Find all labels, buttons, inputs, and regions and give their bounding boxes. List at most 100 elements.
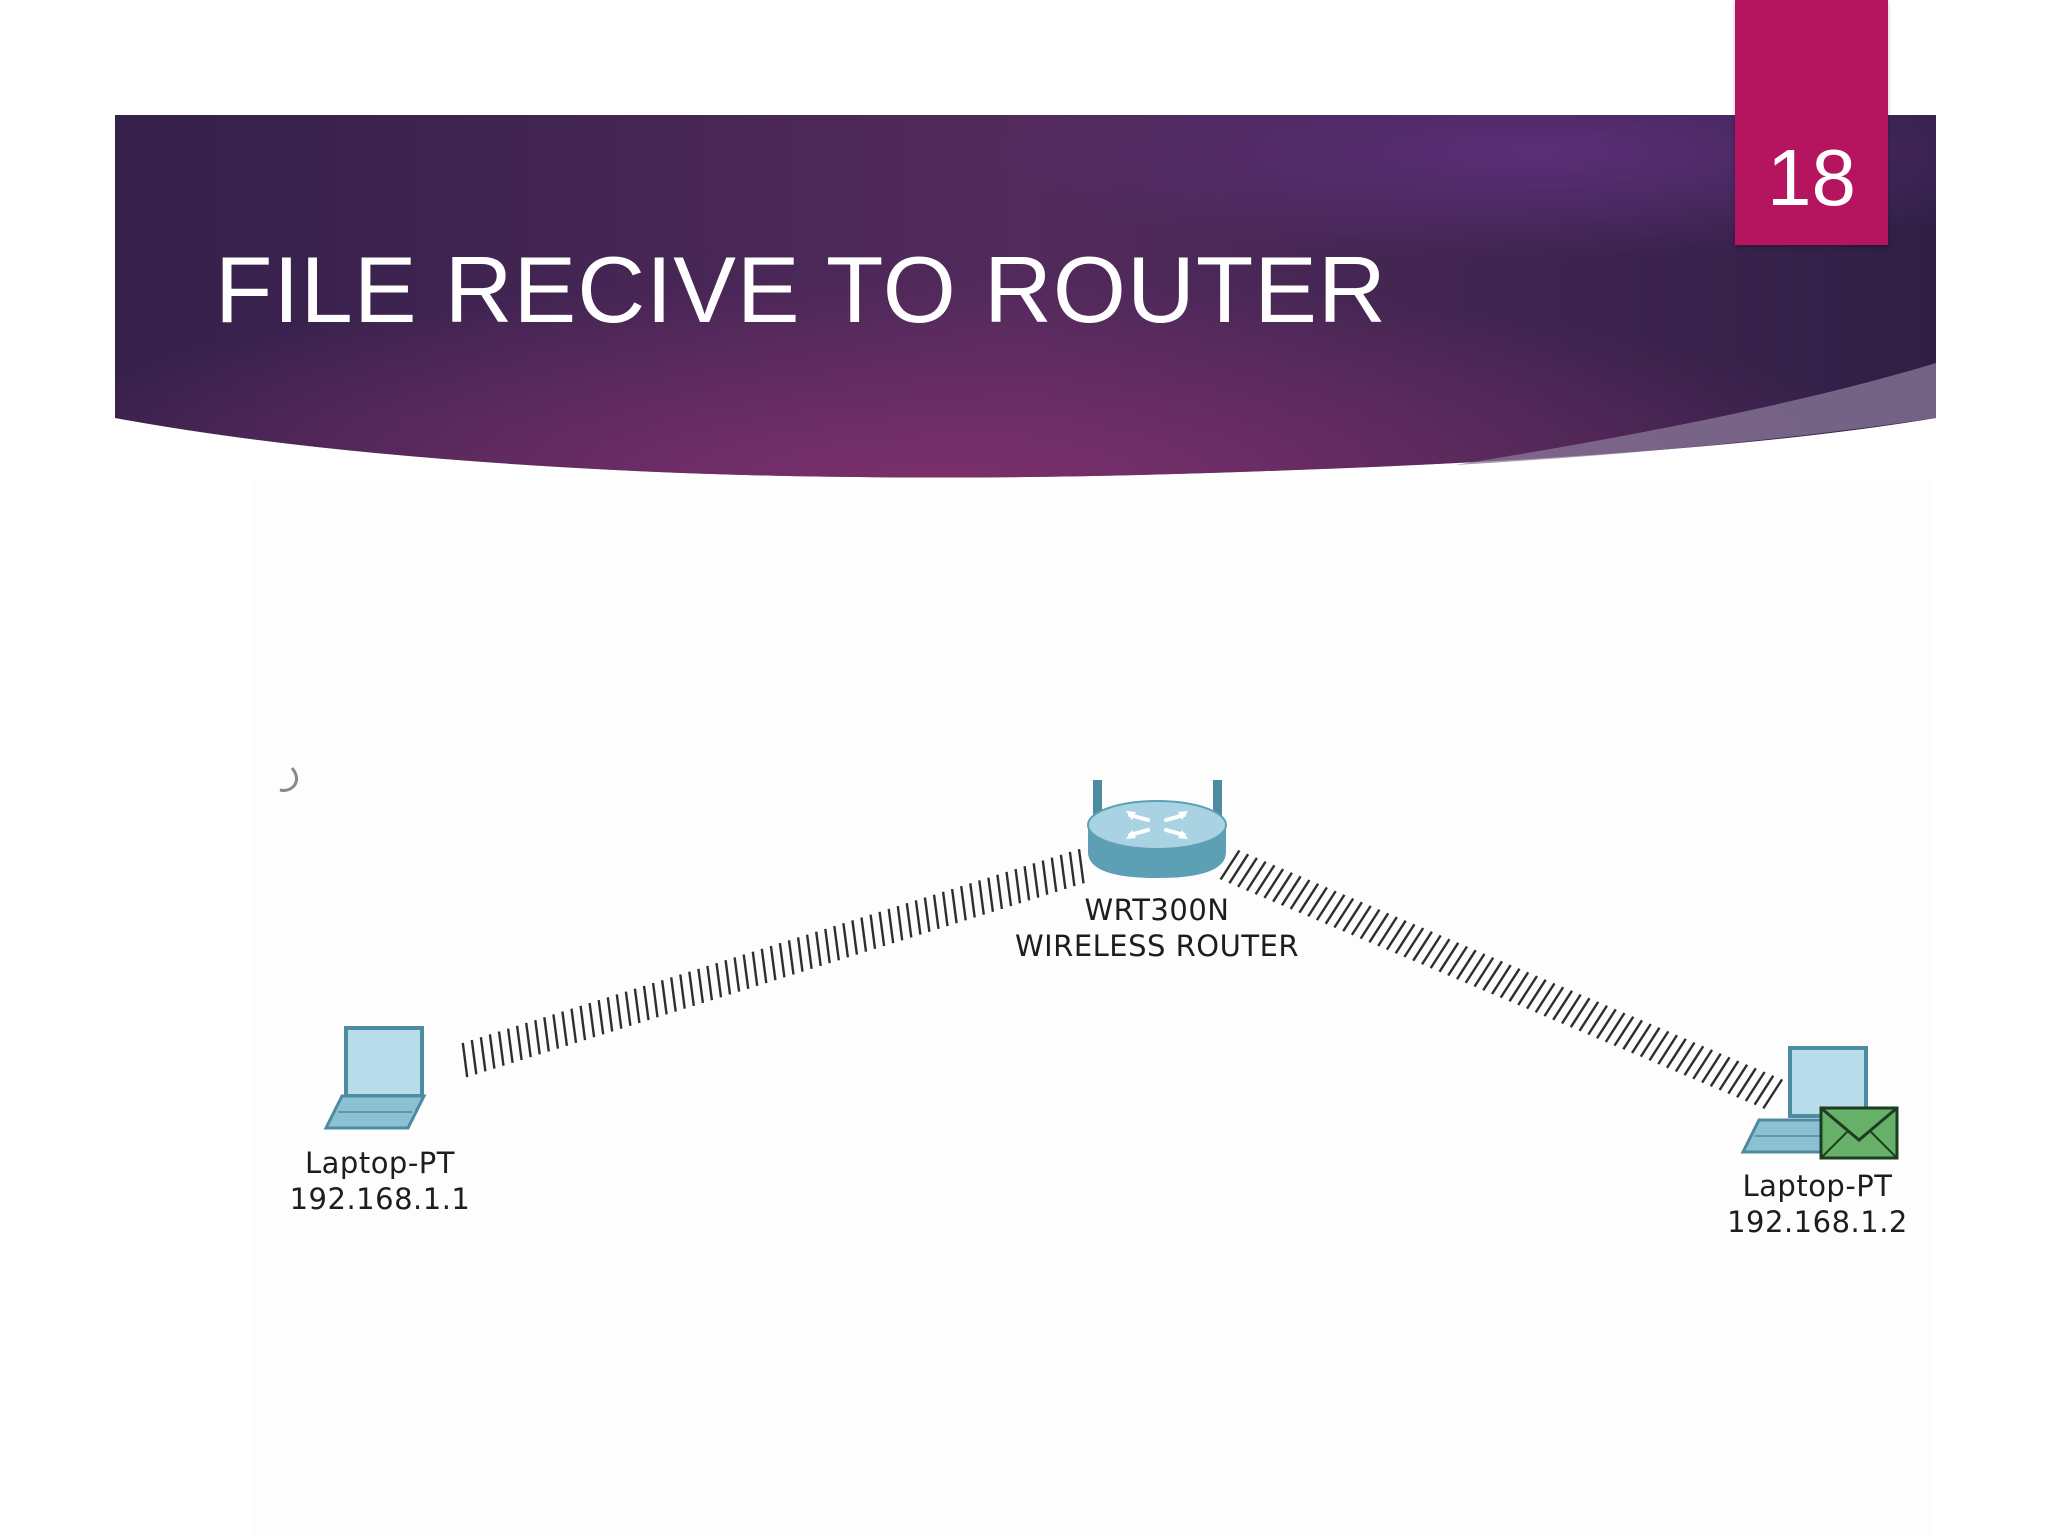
wireless-signal-tick — [651, 982, 659, 1018]
laptop-ip: 192.168.1.2 — [1727, 1205, 1908, 1239]
wireless-signal-tick — [1613, 1016, 1635, 1047]
wireless-signal-tick — [742, 954, 750, 989]
wireless-signal-tick — [987, 877, 995, 912]
wireless-signal-tick — [1368, 912, 1390, 943]
wireless-signal-tick — [642, 985, 650, 1021]
wireless-signal-tick — [1077, 848, 1085, 884]
wireless-signal-tick — [1508, 971, 1530, 1002]
wireless-signal-tick — [905, 903, 913, 938]
wireless-signal-tick — [633, 988, 641, 1024]
laptop-ip: 192.168.1.1 — [289, 1182, 471, 1216]
wireless-signal-tick — [1254, 864, 1276, 895]
wireless-signal-tick — [1245, 860, 1267, 892]
wireless-signal-tick — [733, 957, 741, 992]
wireless-signal-tick — [670, 977, 677, 1012]
wireless-signal-tick — [1455, 949, 1477, 980]
wireless-signal-tick — [878, 911, 886, 947]
wireless-signal-tick — [1263, 868, 1285, 899]
wireless-signal-tick — [1490, 964, 1512, 995]
wireless-signal-tick — [760, 948, 768, 984]
network-diagram: WRT300N WIRELESS ROUTER Laptop-PT 192.16… — [250, 480, 1930, 1536]
wireless-signal-tick — [1359, 908, 1381, 940]
wireless-signal-tick — [1032, 863, 1040, 898]
wireless-signal-tick — [1412, 931, 1433, 962]
wireless-signal-tick — [1333, 897, 1355, 929]
slide-title: FILE RECIVE TO ROUTER — [215, 237, 1387, 342]
wireless-signal-tick — [579, 1005, 587, 1041]
wireless-signal-tick — [824, 928, 831, 964]
laptop-icon[interactable] — [323, 1026, 427, 1130]
wireless-signal-tick — [1701, 1052, 1722, 1084]
wireless-signal-tick — [461, 1042, 469, 1078]
wireless-signal-tick — [588, 1002, 596, 1038]
wireless-signal-tick — [1023, 866, 1031, 901]
wireless-signal-tick — [1736, 1067, 1757, 1098]
wireless-signal-tick — [660, 980, 668, 1015]
wireless-signal-tick — [914, 900, 922, 935]
router-model: WRT300N — [1084, 893, 1230, 927]
wireless-signal-tick — [615, 994, 623, 1029]
laptop-name: Laptop-PT — [304, 1146, 456, 1180]
wireless-signal-tick — [606, 997, 614, 1032]
wireless-signal-tick — [1569, 997, 1591, 1028]
wireless-signal-tick — [479, 1037, 487, 1072]
wireless-signal-tick — [1307, 886, 1328, 918]
wireless-signal-tick — [1499, 968, 1521, 999]
wireless-signal-tick — [1280, 875, 1302, 906]
wireless-signal-tick — [860, 917, 868, 952]
wireless-signal-tick — [1762, 1078, 1784, 1110]
wireless-signal-tick — [1237, 857, 1258, 888]
laptop-label-left: Laptop-PT 192.168.1.1 — [265, 1145, 495, 1217]
wireless-signal-tick — [1727, 1064, 1749, 1095]
wireless-signal-tick — [543, 1017, 550, 1052]
wireless-signal-tick — [896, 905, 904, 941]
wireless-signal-tick — [552, 1014, 560, 1049]
wireless-signal-tick — [941, 891, 949, 927]
laptop-name: Laptop-PT — [1742, 1169, 1893, 1203]
wireless-signal-tick — [1648, 1030, 1670, 1062]
wireless-signal-tick — [697, 968, 705, 1004]
wireless-signal-tick — [1587, 1004, 1609, 1036]
laptop-label-right: Laptop-PT 192.168.1.2 — [1705, 1168, 1930, 1240]
wireless-signal-tick — [715, 962, 723, 998]
wireless-signal-tick — [1315, 890, 1337, 921]
wireless-signal-tick — [887, 908, 895, 944]
wireless-signal-tick — [851, 920, 859, 955]
envelope-icon — [1819, 1106, 1899, 1160]
wireless-signal-tick — [950, 888, 958, 924]
wireless-signal-tick — [1665, 1038, 1687, 1069]
wireless-signal-tick — [570, 1008, 578, 1044]
wireless-signal-tick — [1622, 1019, 1644, 1050]
wireless-signal-tick — [1394, 923, 1416, 954]
wireless-signal-tick — [706, 965, 714, 1001]
wireless-signal-tick — [969, 883, 976, 918]
wireless-signal-tick — [1350, 905, 1372, 936]
wireless-signal-tick — [869, 914, 877, 950]
wireless-signal-tick — [805, 934, 813, 969]
wireless-signal-tick — [1657, 1034, 1679, 1065]
wireless-signal-tick — [1543, 986, 1565, 1017]
wireless-signal-tick — [1674, 1041, 1696, 1073]
wireless-signal-tick — [1005, 871, 1013, 907]
wireless-signal-tick — [1464, 953, 1486, 984]
wireless-signal-tick — [1272, 872, 1293, 903]
wireless-signal-tick — [1639, 1027, 1661, 1058]
wireless-router-icon[interactable] — [1087, 780, 1227, 878]
wireless-signal-tick — [923, 897, 931, 932]
wireless-signal-tick — [1377, 916, 1398, 947]
wireless-signal-tick — [1560, 993, 1582, 1025]
wireless-signal-tick — [1342, 901, 1363, 932]
wireless-signal-tick — [751, 951, 759, 987]
wireless-signal-tick — [515, 1025, 523, 1061]
wireless-signal-tick — [1578, 1001, 1600, 1032]
wireless-signal-tick — [1228, 853, 1250, 884]
wireless-signal-tick — [1630, 1023, 1652, 1054]
wireless-signal-tick — [1050, 857, 1058, 893]
wireless-signal-tick — [815, 931, 822, 967]
wireless-signal-tick — [1420, 934, 1442, 966]
wireless-signal-tick — [1718, 1060, 1740, 1091]
wireless-signal-tick — [525, 1022, 532, 1058]
laptop-icon[interactable] — [1740, 1046, 1868, 1154]
wireless-signal-tick — [534, 1019, 541, 1055]
